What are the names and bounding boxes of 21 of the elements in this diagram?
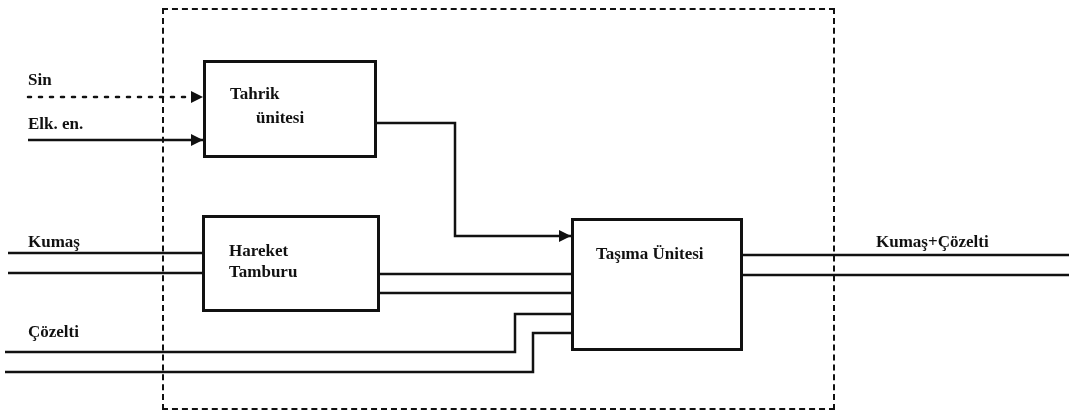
arrow [28, 133, 203, 147]
flow-line [8, 271, 202, 275]
box-label: Taşıma Ünitesi [596, 243, 705, 264]
box-label: Hareket Tamburu [229, 240, 299, 282]
box-label: ünitesi [256, 107, 305, 128]
flow-line [743, 253, 1069, 257]
system-boundary [162, 8, 835, 410]
process-box [202, 215, 380, 312]
arrow [377, 121, 571, 243]
flow-line [5, 331, 571, 374]
arrow [26, 90, 205, 104]
flow-line [380, 272, 571, 276]
box-label: Tahrik [230, 83, 280, 104]
flow-line [380, 291, 571, 295]
flow-line [743, 273, 1069, 277]
flow-line [5, 312, 571, 354]
process-box [203, 60, 377, 158]
edge-label: Kumaş+Çözelti [874, 232, 991, 251]
edge-label: Çözelti [26, 322, 81, 341]
flow-line [8, 251, 202, 255]
process-box [571, 218, 743, 351]
